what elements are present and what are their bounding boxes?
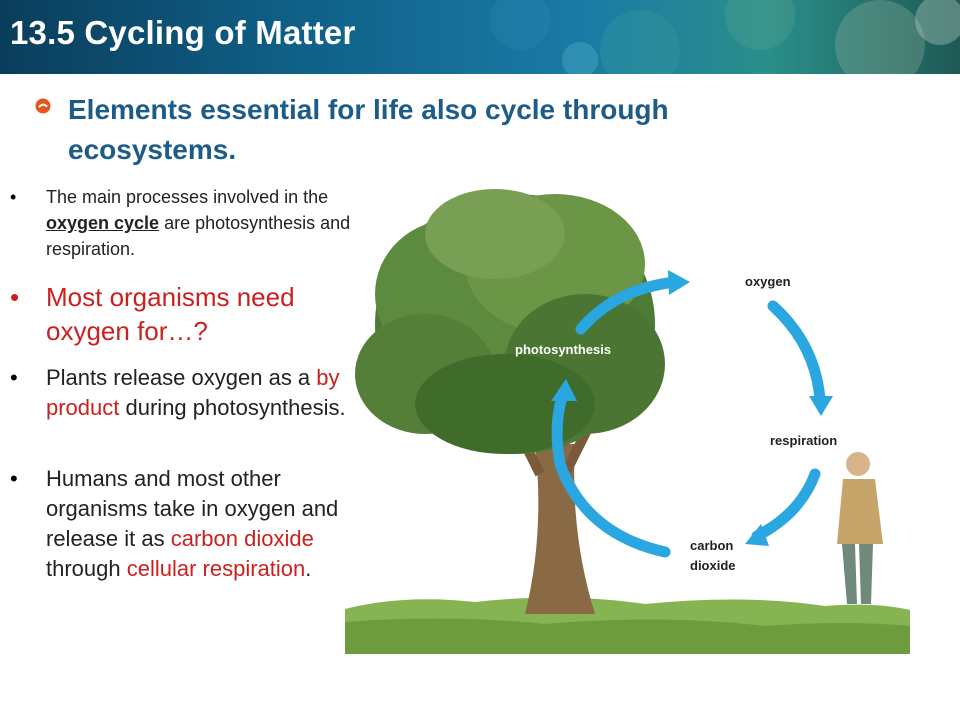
bullet-organisms-need: • Most organisms need oxygen for…?: [0, 280, 380, 348]
bullet-dot: •: [10, 187, 17, 207]
key-concept-text: Elements essential for life also cycle t…: [68, 94, 669, 165]
arrow-to-carbon-dioxide: [751, 468, 821, 542]
carbon-dioxide-term: carbon dioxide: [170, 526, 314, 551]
arrow-heads: [551, 270, 833, 546]
orange-bullet-icon: [35, 98, 51, 114]
label-photosynthesis: photosynthesis: [515, 342, 612, 357]
arrow-to-oxygen: [575, 276, 681, 335]
label-oxygen: oxygen: [745, 274, 791, 289]
tree-trunk: [525, 444, 595, 614]
bullet-humans: • Humans and most other organisms take i…: [0, 464, 380, 584]
bullet-text: are photosynthesis and respiration.: [46, 213, 351, 259]
person-figure: [837, 452, 883, 604]
bullet-text: Most organisms need oxygen for…?: [46, 282, 295, 346]
label-dioxide: dioxide: [690, 558, 736, 573]
bullet-text: Plants release oxygen as a: [46, 365, 317, 390]
oxygen-cycle-illustration: oxygen photosynthesis respiration carbon…: [345, 174, 910, 654]
oxygen-cycle-drawing: [345, 189, 910, 654]
bullet-text: during photosynthesis.: [119, 395, 346, 420]
cellular-respiration-term: cellular respiration: [126, 556, 306, 581]
label-carbon: carbon: [690, 538, 734, 553]
bullet-dot: •: [10, 365, 18, 390]
arrow-to-respiration: [767, 300, 826, 405]
arrow-to-photosynthesis: [551, 388, 671, 558]
header-texture: [490, 0, 960, 74]
slide-title: 13.5 Cycling of Matter: [10, 14, 356, 51]
by-product-term: by product: [46, 365, 340, 420]
tree-canopy: [355, 189, 665, 454]
bullet-oxygen-cycle: • The main processes involved in the oxy…: [0, 184, 380, 262]
slide-header: 13.5 Cycling of Matter: [0, 0, 960, 74]
bullet-text: Humans and most other organisms take in …: [46, 466, 339, 551]
bullet-text: The main processes involved in the: [46, 187, 329, 207]
bullet-dot: •: [10, 282, 20, 312]
bullet-text: through: [46, 556, 127, 581]
label-respiration: respiration: [770, 433, 838, 448]
bullet-dot: •: [10, 466, 18, 491]
oxygen-cycle-term: oxygen cycle: [46, 213, 160, 233]
cycle-arrows: [551, 276, 826, 558]
key-concept: Elements essential for life also cycle t…: [35, 90, 795, 170]
bullet-text: .: [305, 556, 312, 581]
bullet-plants-release: • Plants release oxygen as a by product …: [0, 363, 380, 423]
